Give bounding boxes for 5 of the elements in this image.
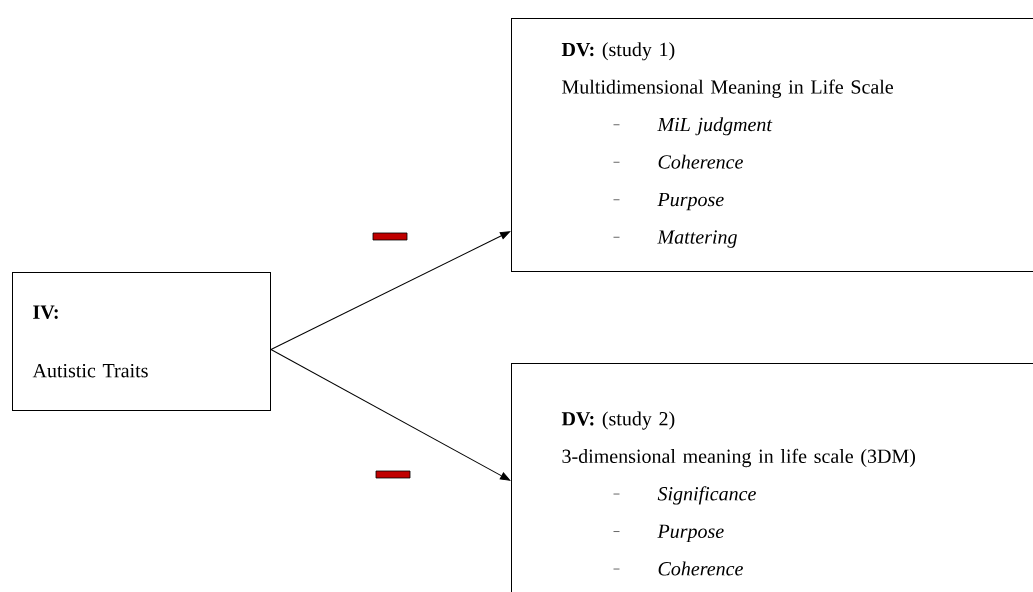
variable-box: DV: (study 1) Multidimensional Meaning in Life Scale MiL judgment Coherence Purpose Mattering: [511, 18, 1033, 272]
arrow: [270, 349, 511, 481]
variable-box: DV: (study 2) 3-dimensional meaning in life scale (3DM) Significance Purpose Coherence: [511, 363, 1033, 592]
arrow: [270, 231, 511, 350]
variable-box: IV: Autistic Traits: [12, 272, 271, 411]
